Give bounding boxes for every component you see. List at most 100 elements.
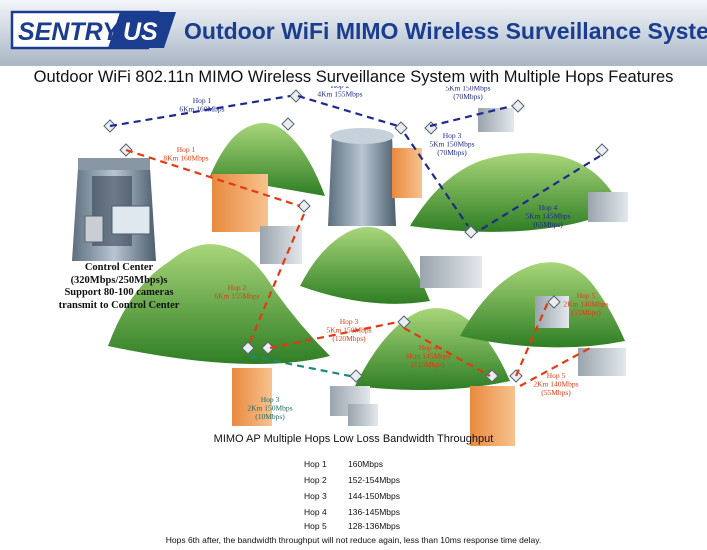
red-link-label: (120Mbps) [332, 334, 366, 343]
blue-link-label: Hop 4 [539, 203, 558, 212]
control-center-line: transmit to Control Center [58, 299, 180, 311]
teal-link-label: Hop 3 [261, 395, 280, 404]
orange-building [232, 368, 272, 426]
grey-building [478, 108, 514, 132]
antenna-icon [511, 99, 525, 113]
throughput-row: Hop 2 152-154Mbps [304, 475, 400, 485]
blue-link-hop2 [297, 94, 399, 128]
antenna-icon [595, 143, 609, 157]
orange-building [470, 386, 515, 446]
red-link-label: Hop 1 [177, 145, 196, 154]
red-link-hop5b [519, 347, 591, 387]
footnote: Hops 6th after, the bandwidth throughput… [165, 535, 542, 545]
throughput-value: 128-136Mbps [348, 521, 400, 531]
antenna-icon [241, 341, 255, 355]
sentry-us-logo: SENTRY US [10, 10, 176, 50]
blue-links [109, 94, 601, 233]
grey-building [260, 226, 302, 264]
throughput-row: Hop 5 128-136Mbps [304, 521, 400, 531]
red-link-label: 2Km 140Mbps [563, 300, 608, 309]
hill [410, 152, 620, 232]
red-link-label: (55Mbps) [571, 308, 601, 317]
logo-text-us: US [123, 18, 158, 46]
red-link-label: 5Km 150Mbps [326, 326, 371, 335]
blue-link-hop3b [404, 133, 469, 227]
throughput-hop: Hop 4 [304, 507, 327, 517]
red-link-label: Hop 4 [419, 343, 438, 352]
orange-building [212, 174, 268, 232]
red-link-label: (55Mbps) [541, 388, 571, 397]
blue-link-hop1 [109, 94, 291, 128]
page-title: Outdoor WiFi MIMO Wireless Surveillance … [184, 18, 707, 44]
throughput-hop: Hop 3 [304, 491, 327, 501]
blue-link-hop4 [476, 155, 601, 233]
throughput-hop: Hop 5 [304, 521, 327, 531]
red-link-label: 6Km 155Mbps [214, 292, 259, 301]
blue-link-label: 6Km 160Mbps [179, 105, 224, 114]
orange-building [392, 148, 422, 198]
grey-building [578, 348, 626, 376]
grey-building [420, 256, 482, 288]
control-center-line: (320Mbps/250Mbps)s [70, 274, 168, 286]
control-center-line: Control Center [84, 262, 154, 273]
teal-link-hop3 [249, 354, 351, 378]
throughput-row: Hop 1 160Mbps [304, 459, 383, 469]
office-tower [328, 136, 396, 226]
blue-link-label: 5Km 150Mbps [445, 86, 490, 93]
antenna-icon [547, 295, 561, 309]
blue-link-label: 5Km 145Mbps [525, 212, 570, 221]
red-link-label: Hop 3 [340, 317, 359, 326]
diagram-subtitle: Outdoor WiFi 802.11n MIMO Wireless Surve… [33, 68, 674, 86]
grey-building [348, 404, 378, 426]
red-link-label: 8Km 160Mbps [163, 154, 208, 163]
hills [108, 122, 625, 390]
red-link-label: (115Mbps) [411, 360, 445, 369]
antenna-icon [485, 369, 499, 383]
blue-link-label: (70Mbps) [453, 92, 483, 101]
control-center-line: Support 80-100 cameras [64, 287, 174, 298]
red-link-hop1 [125, 148, 301, 208]
antenna-icon [281, 117, 295, 131]
blue-link-label: Hop 3 [443, 131, 462, 140]
antenna-icon [297, 199, 311, 213]
logo-text-sentry: SENTRY [18, 18, 121, 46]
throughput-value: 160Mbps [348, 459, 383, 469]
throughput-row: Hop 4 136-145Mbps [304, 507, 400, 517]
throughput-value: 136-145Mbps [348, 507, 400, 517]
blue-link-label: (70Mbps) [437, 148, 467, 157]
grey-building [588, 192, 628, 222]
control-center-label: Control Center (320Mbps/250Mbps)s Suppor… [44, 262, 194, 312]
teal-link-label: 2Km 150Mbps [247, 404, 292, 413]
blue-link-hop3a [429, 104, 513, 128]
throughput-table-title: MIMO AP Multiple Hops Low Loss Bandwidth… [213, 433, 494, 445]
throughput-value: 144-150Mbps [348, 491, 400, 501]
blue-link-label: 4Km 155Mbps [317, 90, 362, 99]
throughput-hop: Hop 2 [304, 475, 327, 485]
red-link-hop3 [269, 320, 399, 350]
throughput-value: 152-154Mbps [348, 475, 400, 485]
buildings [72, 108, 628, 446]
blue-link-label: Hop 1 [193, 96, 212, 105]
red-link-label: Hop 5 [547, 371, 566, 380]
header-banner: SENTRY US Outdoor WiFi MIMO Wireless Sur… [0, 0, 707, 66]
hill [108, 244, 330, 364]
antenna-icon [349, 369, 363, 383]
teal-link-label: (10Mbps) [255, 412, 285, 421]
throughput-hop: Hop 1 [304, 459, 327, 469]
blue-link-label: Hop 2 [331, 86, 350, 90]
teal-links [249, 354, 351, 378]
antenna-icon [394, 121, 408, 135]
blue-link-label: 5Km 150Mbps [429, 140, 474, 149]
red-link-label: Hop 5 [577, 291, 596, 300]
red-link-hop4 [403, 327, 491, 377]
throughput-row: Hop 3 144-150Mbps [304, 491, 400, 501]
blue-link-label: (65Mbps) [533, 220, 563, 229]
antenna-icon [289, 89, 303, 103]
antenna-icon [397, 315, 411, 329]
red-link-label: 4Km 145Mbps [405, 352, 450, 361]
red-link-label: Hop 2 [228, 283, 247, 292]
